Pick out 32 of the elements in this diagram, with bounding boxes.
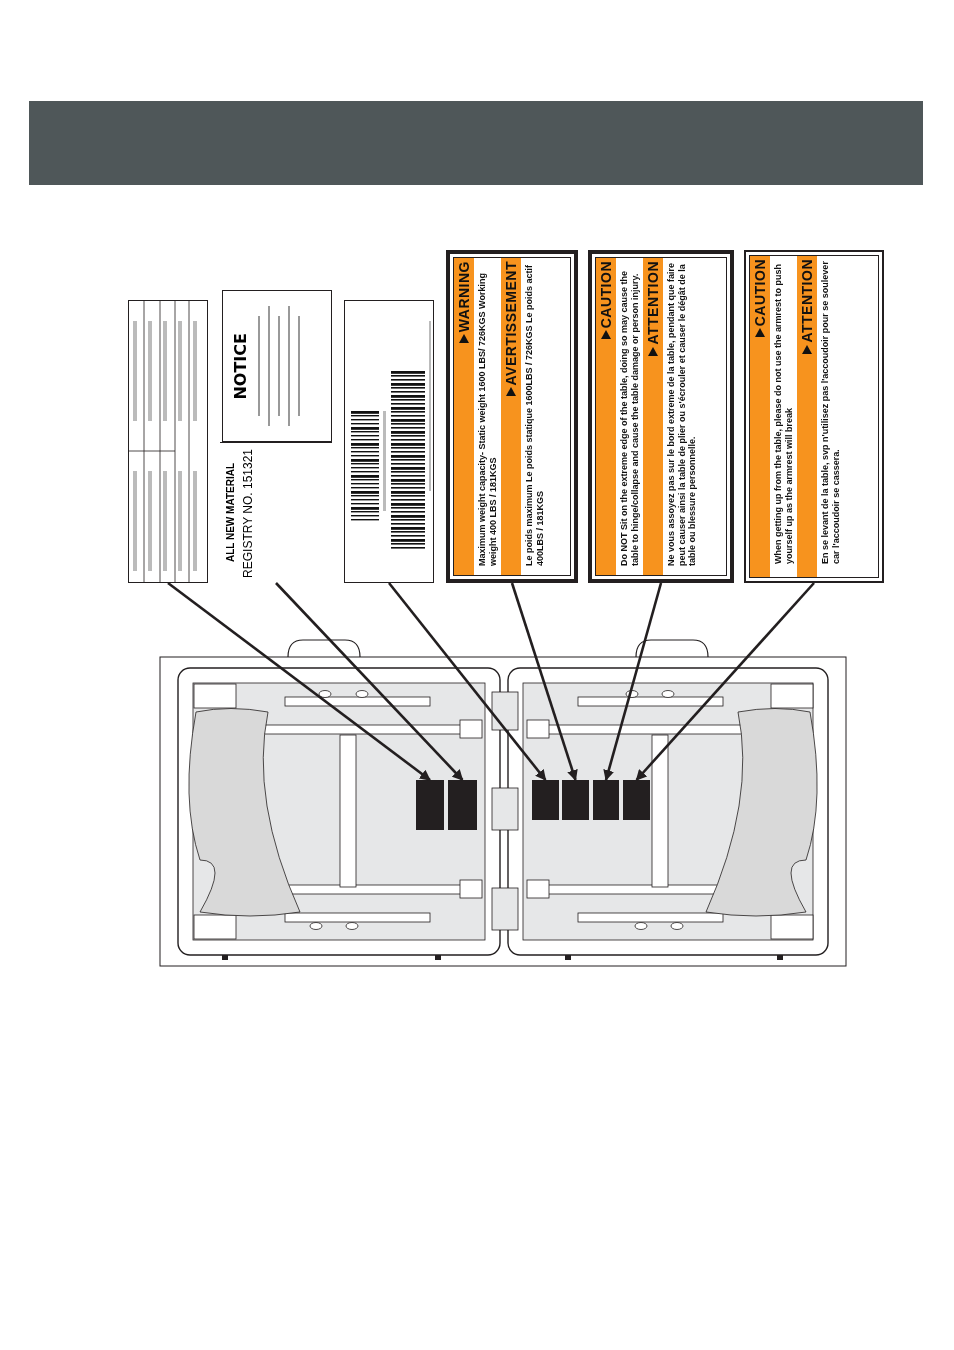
leader-arrow	[275, 582, 464, 781]
warning-text: Do NOT Sit on the extreme edge of the table, doing so may cause the table to hinge/collapse and cause the table damage or person injury.	[618, 269, 641, 568]
barcode-label-drawing	[344, 300, 434, 583]
leader-arrow	[167, 581, 431, 782]
sticker-spot	[593, 780, 619, 820]
sign-heading: WARNING	[456, 261, 472, 333]
sticker-spot	[416, 780, 444, 830]
warning-sign	[446, 250, 578, 583]
sign-heading: ATTENTION	[645, 261, 661, 345]
sign-heading: ATTENTION	[799, 259, 815, 343]
leader-arrow	[603, 582, 663, 782]
warning-text: Ne vous assoyez pas sur le bord extreme de la table, pendant que faire peut causer ainsi la table de plier ou s'écrouler et causer le dégât de la table ou blessure personnelle.	[665, 261, 698, 568]
sign-heading: CAUTION	[752, 259, 768, 327]
warning-text: Le poids maximum Le poids statique 1600LBS / 726KGS Le poids actif 400LBS / 181KGS	[523, 263, 546, 568]
sticker-spot	[562, 780, 589, 820]
sticker-spot	[623, 780, 650, 820]
registry-number: REGISTRY NO. 151321	[241, 448, 255, 578]
warning-text: When getting up from the table, please do not use the armrest to push yourself up as the armrest will break	[772, 262, 795, 566]
sign-heading: CAUTION	[598, 261, 614, 329]
sign-heading: AVERTISSEMENT	[503, 261, 519, 386]
warning-text: En se levant de la table, svp n'utilisez pas l'accoudoir pour se soulever car l'accoudoir se cassera.	[819, 260, 842, 566]
sticker-spot	[532, 780, 559, 820]
warning-text: Maximum weight capacity- Static weight 1600 LBS/ 726KGS Working weight 400 LBS / 181KGS	[476, 272, 499, 568]
warning-sign	[588, 250, 734, 583]
leader-arrow	[388, 582, 547, 781]
leader-arrow	[635, 582, 815, 781]
label-drawing	[128, 300, 208, 583]
warning-sign	[744, 250, 884, 583]
leader-arrow	[510, 582, 578, 782]
notice-heading: NOTICE	[231, 332, 250, 400]
sticker-spot	[448, 780, 477, 830]
material-text: ALL NEW MATERIAL	[224, 463, 237, 563]
